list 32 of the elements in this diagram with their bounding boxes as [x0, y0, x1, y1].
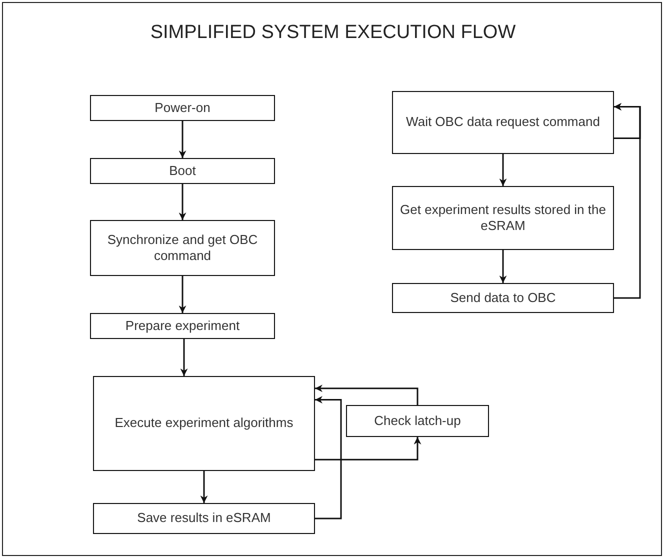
arrow — [499, 250, 507, 283]
box-label: Execute experiment algorithms — [114, 415, 294, 432]
arrow — [315, 384, 418, 405]
arrow — [178, 184, 186, 220]
box-label: Get experiment results stored in the eSRAM — [399, 202, 607, 234]
process-box — [392, 283, 614, 313]
arrow — [178, 121, 186, 158]
process-box — [392, 186, 614, 250]
box-label: Wait OBC data request command — [406, 114, 600, 131]
process-box — [93, 376, 315, 471]
process-box — [392, 91, 614, 154]
box-label: Boot — [169, 162, 196, 180]
box-label: Save results in eSRAM — [137, 510, 271, 527]
process-box — [93, 503, 315, 534]
process-box — [346, 405, 489, 437]
arrow — [315, 396, 342, 520]
arrow — [315, 437, 422, 460]
arrow — [614, 103, 641, 139]
arrow — [499, 154, 507, 186]
process-box — [90, 220, 275, 276]
box-label: Check latch-up — [374, 412, 461, 430]
process-box — [90, 95, 275, 121]
process-box — [90, 158, 275, 184]
box-label: Send data to OBC — [450, 290, 556, 306]
arrow — [180, 339, 188, 376]
box-label: Synchronize and get OBC command — [106, 232, 259, 264]
box-label: Prepare experiment — [125, 318, 240, 334]
arrow — [200, 471, 208, 503]
box-label: Power-on — [154, 100, 210, 116]
process-box — [90, 313, 275, 339]
arrow — [178, 276, 186, 313]
diagram-title: SIMPLIFIED SYSTEM EXECUTION FLOW — [149, 22, 517, 44]
